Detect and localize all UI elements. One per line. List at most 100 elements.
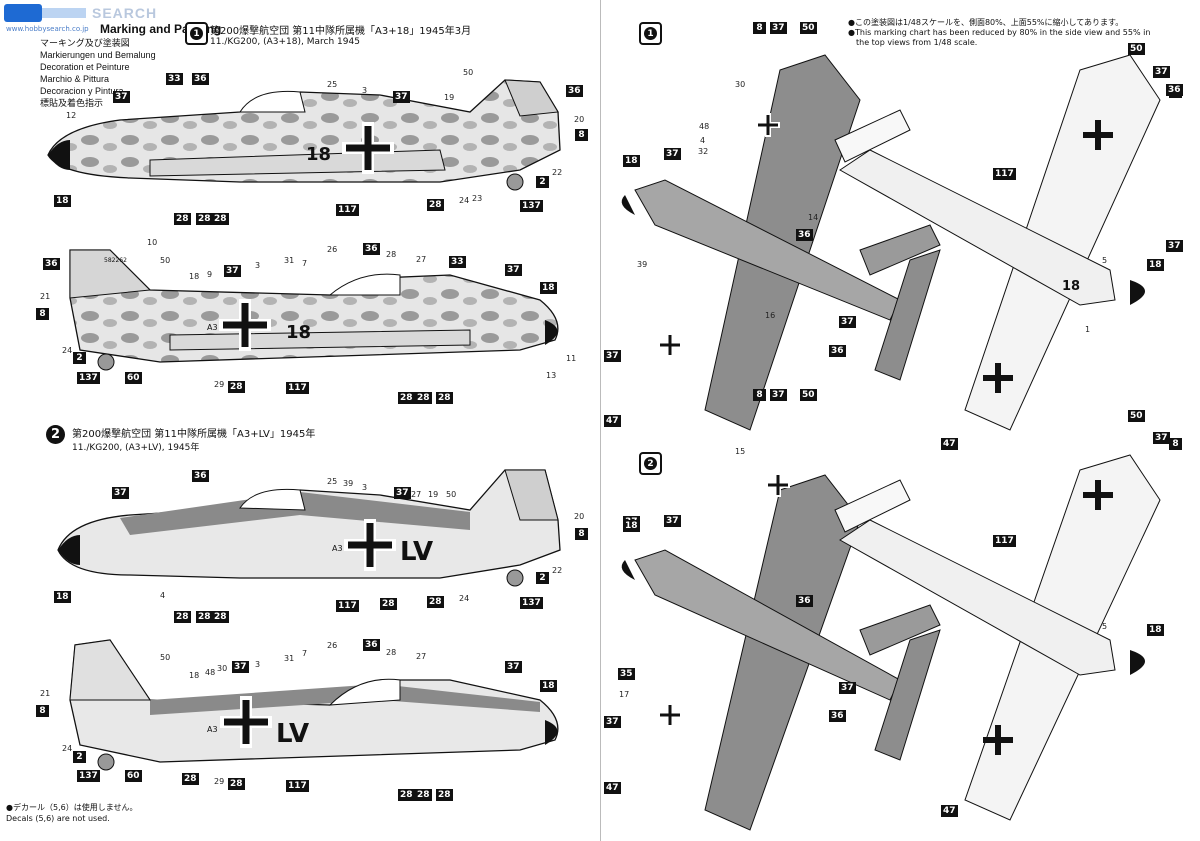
decal-callout: 7: [302, 259, 308, 268]
color-callout: 28: [436, 789, 453, 801]
color-callout: 28: [228, 778, 245, 790]
fuselage-code: LV: [400, 537, 433, 567]
decal-callout: 13: [546, 371, 557, 380]
scheme1-upper-view: [621, 54, 941, 431]
decal-callout: 24: [62, 346, 73, 355]
color-callout: 28: [228, 381, 245, 393]
scheme1-number-badge: 1: [185, 22, 208, 45]
color-callout: 117: [336, 600, 359, 612]
decal-callout: 18: [189, 272, 200, 281]
decal-callout: 21: [40, 689, 51, 698]
wing-cross-lower: [658, 703, 682, 727]
wing-cross-lower: [983, 363, 1013, 393]
color-callout: 137: [77, 770, 100, 782]
spinner: [1130, 280, 1145, 305]
watermark-logo: SEARCH www.hobbysearch.co.jp: [4, 2, 164, 33]
color-callout: 8: [575, 528, 588, 540]
color-callout: 117: [286, 780, 309, 792]
color-callout: 37: [232, 661, 249, 673]
color-callout: 35: [618, 668, 635, 680]
header-lang-it: Marchio & Pittura: [40, 74, 110, 84]
decal-callout: 15: [735, 447, 746, 456]
unit-code: A3: [332, 544, 343, 553]
spinner: [1130, 650, 1145, 675]
decal-callout: 29: [214, 777, 225, 786]
logo-url: www.hobbysearch.co.jp: [6, 25, 89, 33]
decal-callout: 19: [428, 490, 439, 499]
color-callout: 28: [398, 789, 415, 801]
wing-cross-upper: [1083, 120, 1113, 150]
tail-wheel: [97, 753, 115, 771]
color-callout: 47: [941, 805, 958, 817]
color-callout: 36: [796, 229, 813, 241]
tail-fin: [69, 249, 152, 299]
decal-callout: 39: [343, 479, 354, 488]
decal-callout: 32: [698, 147, 709, 156]
color-callout: 28: [436, 392, 453, 404]
decal-callout: 48: [205, 668, 216, 677]
color-callout: 137: [520, 597, 543, 609]
scheme1-title-ja: 第200爆撃航空団 第11中隊所属機「A3+18」1945年3月: [210, 26, 472, 37]
color-callout: 28: [427, 596, 444, 608]
fuselage-code: LV: [276, 719, 309, 749]
decal-callout: 25: [327, 80, 338, 89]
color-callout: 36: [363, 639, 380, 651]
color-callout: 28: [212, 213, 229, 225]
spinner: [48, 140, 70, 170]
color-callout: 18: [54, 195, 71, 207]
tail-wheel: [506, 569, 524, 587]
color-callout: 37: [1153, 66, 1170, 78]
color-callout: 18: [54, 591, 71, 603]
spinner: [545, 720, 558, 745]
color-callout: 37: [604, 350, 621, 362]
footer-note: ●デカール（5,6）は使用しません。 Decals (5,6) are not …: [6, 802, 137, 824]
decal-callout: 27: [411, 490, 422, 499]
scheme2-title-ja: 第200爆撃航空団 第11中隊所属機「A3+LV」1945年: [72, 429, 316, 440]
tailplane: [859, 604, 941, 656]
spinner: [621, 560, 635, 580]
decal-callout: 11: [566, 354, 577, 363]
side-views-drawing: 18 A3 18 582262 A3 LV: [47, 79, 561, 771]
tail-wheel: [97, 353, 115, 371]
decal-callout: 18: [189, 671, 200, 680]
scheme1-right-side-view: A3 18 582262: [69, 249, 559, 371]
decal-callout: 19: [444, 93, 455, 102]
scale-note-en-1: ●This marking chart has been reduced by …: [848, 28, 1151, 37]
color-callout: 18: [540, 680, 557, 692]
fuselage-lower: [839, 519, 1116, 676]
footer-note-en: Decals (5,6) are not used.: [6, 814, 110, 823]
color-callout: 28: [415, 789, 432, 801]
color-callout: 50: [800, 389, 817, 401]
color-callout: 50: [1128, 43, 1145, 55]
color-callout: 8: [575, 129, 588, 141]
color-callout: 137: [77, 372, 100, 384]
scheme2-right-side-view: A3 LV: [69, 639, 559, 771]
tail-stab-upper: [874, 629, 941, 761]
scheme1-left-side-view: 18: [47, 79, 561, 191]
color-callout: 18: [1147, 259, 1164, 271]
decal-callout: 28: [386, 250, 397, 259]
color-callout: 137: [520, 200, 543, 212]
decal-callout: 5: [1102, 256, 1108, 265]
canopy: [239, 488, 306, 511]
footer-note-ja: ●デカール（5,6）は使用しません。: [6, 803, 138, 812]
color-callout: 8: [753, 22, 766, 34]
scheme2-title-en: 11./KG200, (A3+LV), 1945年: [72, 443, 200, 453]
canopy: [328, 678, 401, 706]
decal-callout: 4: [160, 591, 166, 600]
color-callout: 47: [604, 782, 621, 794]
decal-callout: 14: [808, 213, 819, 222]
color-callout: 36: [43, 258, 60, 270]
decal-callout: 31: [284, 654, 295, 663]
color-callout: 60: [125, 372, 142, 384]
decal-callout: 24: [62, 744, 73, 753]
color-callout: 28: [196, 611, 213, 623]
balkenkreuz: [344, 519, 396, 571]
color-callout: 37: [113, 91, 130, 103]
decal-callout: 1: [1085, 325, 1091, 334]
color-callout: 37: [604, 716, 621, 728]
decal-callout: 27: [416, 652, 427, 661]
color-callout: 117: [993, 535, 1016, 547]
fuselage-code: 18: [286, 322, 311, 343]
decal-callout: 3: [255, 261, 261, 270]
